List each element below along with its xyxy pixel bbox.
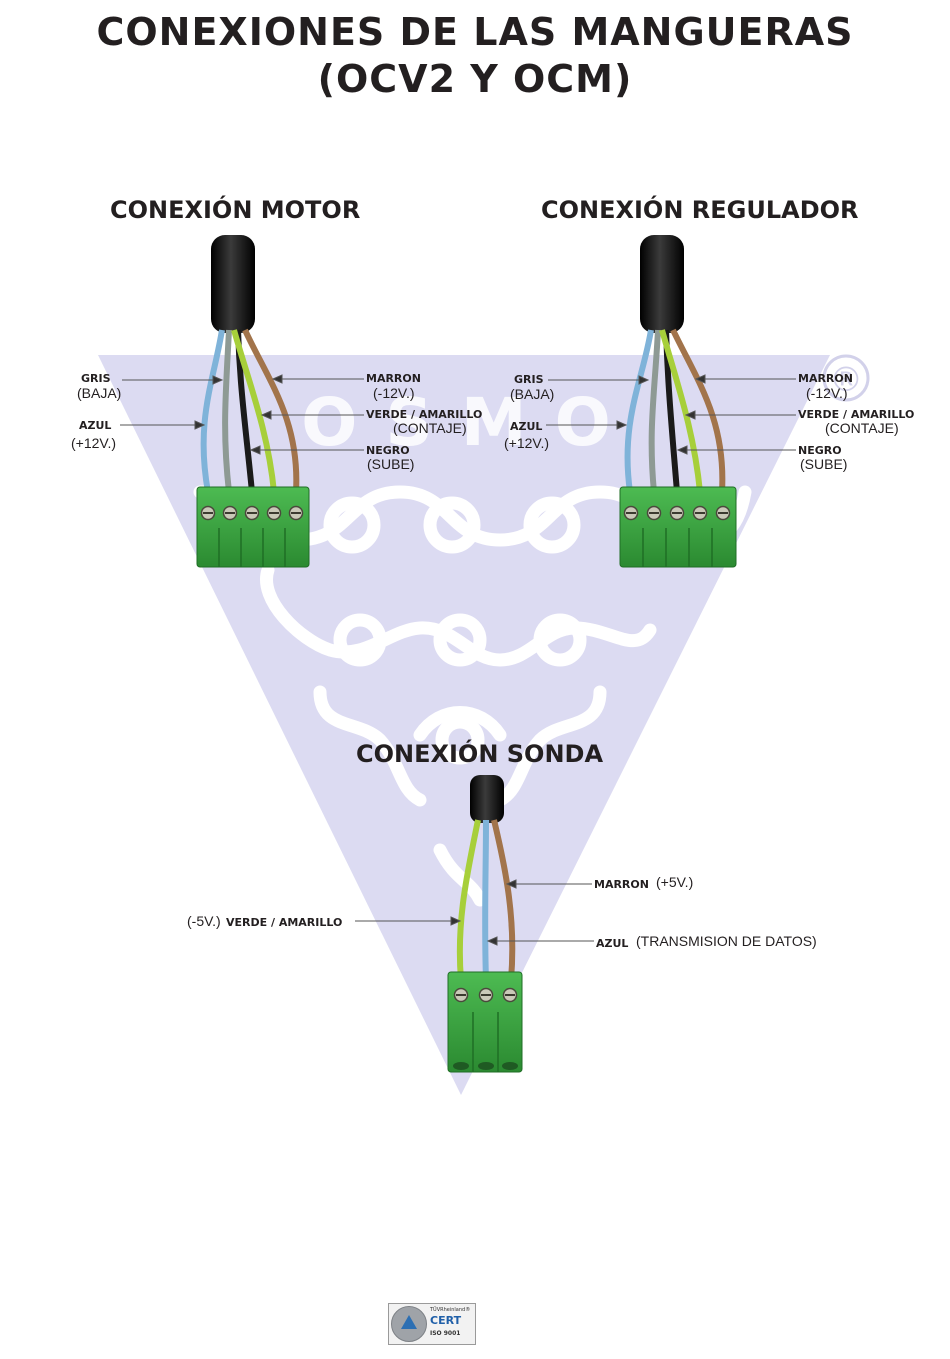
motor-wire-marron bbox=[242, 328, 300, 493]
regulador-marron-label: MARRON bbox=[798, 372, 853, 385]
motor-azul-detail: (+12V.) bbox=[71, 435, 117, 451]
cert-issuer: TÜVRheinland® bbox=[430, 1307, 471, 1313]
motor-gris-label: GRIS bbox=[81, 372, 111, 385]
regulador-negro-label: NEGRO bbox=[798, 444, 842, 457]
regulador-azul-label: AZUL bbox=[510, 420, 543, 433]
sonda-cable bbox=[470, 775, 504, 823]
motor-leader-lines bbox=[120, 374, 364, 455]
cert-mark: CERT bbox=[430, 1314, 462, 1327]
regulador-terminal-ribs bbox=[642, 528, 713, 567]
motor-verde-detail: (CONTAJE) bbox=[393, 420, 467, 436]
motor-verde-label: VERDE / AMARILLO bbox=[366, 408, 483, 421]
motor-marron-label: MARRON bbox=[366, 372, 421, 385]
motor-heading: CONEXIÓN MOTOR bbox=[110, 196, 361, 224]
regulador-connector-diagram bbox=[546, 235, 796, 568]
regulador-wire-gris bbox=[648, 329, 661, 493]
sonda-marron-label: MARRON bbox=[594, 878, 649, 891]
iso-cert-badge: TÜVRheinland® CERT ISO 9001 bbox=[388, 1303, 476, 1345]
sonda-wire-marron bbox=[491, 819, 516, 981]
registered-mark: ® bbox=[829, 360, 863, 400]
motor-terminal-ribs bbox=[218, 528, 286, 567]
sonda-leader-lines bbox=[355, 879, 594, 946]
sonda-wire-azul bbox=[482, 819, 489, 981]
regulador-verde-label: VERDE / AMARILLO bbox=[798, 408, 915, 421]
sonda-terminal-block bbox=[447, 971, 523, 1073]
cert-standard: ISO 9001 bbox=[430, 1330, 461, 1337]
motor-negro-label: NEGRO bbox=[366, 444, 410, 457]
sonda-connector-diagram bbox=[355, 775, 594, 1073]
regulador-heading: CONEXIÓN REGULADOR bbox=[541, 196, 859, 224]
motor-wire-azul bbox=[200, 329, 225, 493]
sonda-wire-verde bbox=[456, 819, 481, 981]
motor-wire-gris bbox=[222, 329, 232, 493]
sonda-verde-detail: (-5V.) bbox=[187, 913, 221, 929]
regulador-verde-detail: (CONTAJE) bbox=[825, 420, 899, 436]
regulador-terminal-block bbox=[619, 486, 737, 568]
regulador-wire-marron bbox=[670, 328, 726, 493]
regulador-gris-label: GRIS bbox=[514, 373, 544, 386]
sonda-terminal-ribs bbox=[472, 1012, 499, 1072]
regulador-gris-detail: (BAJA) bbox=[510, 386, 555, 402]
sonda-verde-label: VERDE / AMARILLO bbox=[226, 916, 343, 929]
motor-wire-verde bbox=[231, 329, 277, 493]
regulador-cable bbox=[640, 235, 684, 333]
motor-connector-diagram bbox=[120, 235, 364, 568]
sonda-marron-detail: (+5V.) bbox=[656, 874, 694, 890]
sonda-azul-detail: (TRANSMISION DE DATOS) bbox=[636, 933, 817, 949]
motor-marron-detail: (-12V.) bbox=[373, 385, 415, 401]
regulador-wire-azul bbox=[624, 329, 654, 493]
osmo-watermark: OSMO bbox=[301, 384, 638, 461]
motor-azul-label: AZUL bbox=[79, 419, 112, 432]
regulador-azul-detail: (+12V.) bbox=[504, 435, 550, 451]
regulador-marron-detail: (-12V.) bbox=[806, 385, 848, 401]
page-title-line2: (OCV2 Y OCM) bbox=[317, 57, 633, 101]
page-title-line1: CONEXIONES DE LAS MANGUERAS bbox=[96, 10, 854, 54]
sonda-terminal-holes bbox=[453, 1062, 518, 1070]
motor-gris-detail: (BAJA) bbox=[77, 385, 122, 401]
motor-cable bbox=[211, 235, 255, 333]
regulador-leader-lines bbox=[546, 374, 796, 455]
regulador-negro-detail: (SUBE) bbox=[800, 456, 848, 472]
regulador-wire-verde bbox=[659, 329, 703, 493]
sonda-heading: CONEXIÓN SONDA bbox=[356, 740, 604, 768]
registered-mark-circle bbox=[822, 354, 870, 402]
sonda-azul-label: AZUL bbox=[596, 937, 629, 950]
motor-terminal-block bbox=[196, 486, 310, 568]
tuv-seal-icon bbox=[391, 1306, 427, 1342]
motor-negro-detail: (SUBE) bbox=[367, 456, 415, 472]
